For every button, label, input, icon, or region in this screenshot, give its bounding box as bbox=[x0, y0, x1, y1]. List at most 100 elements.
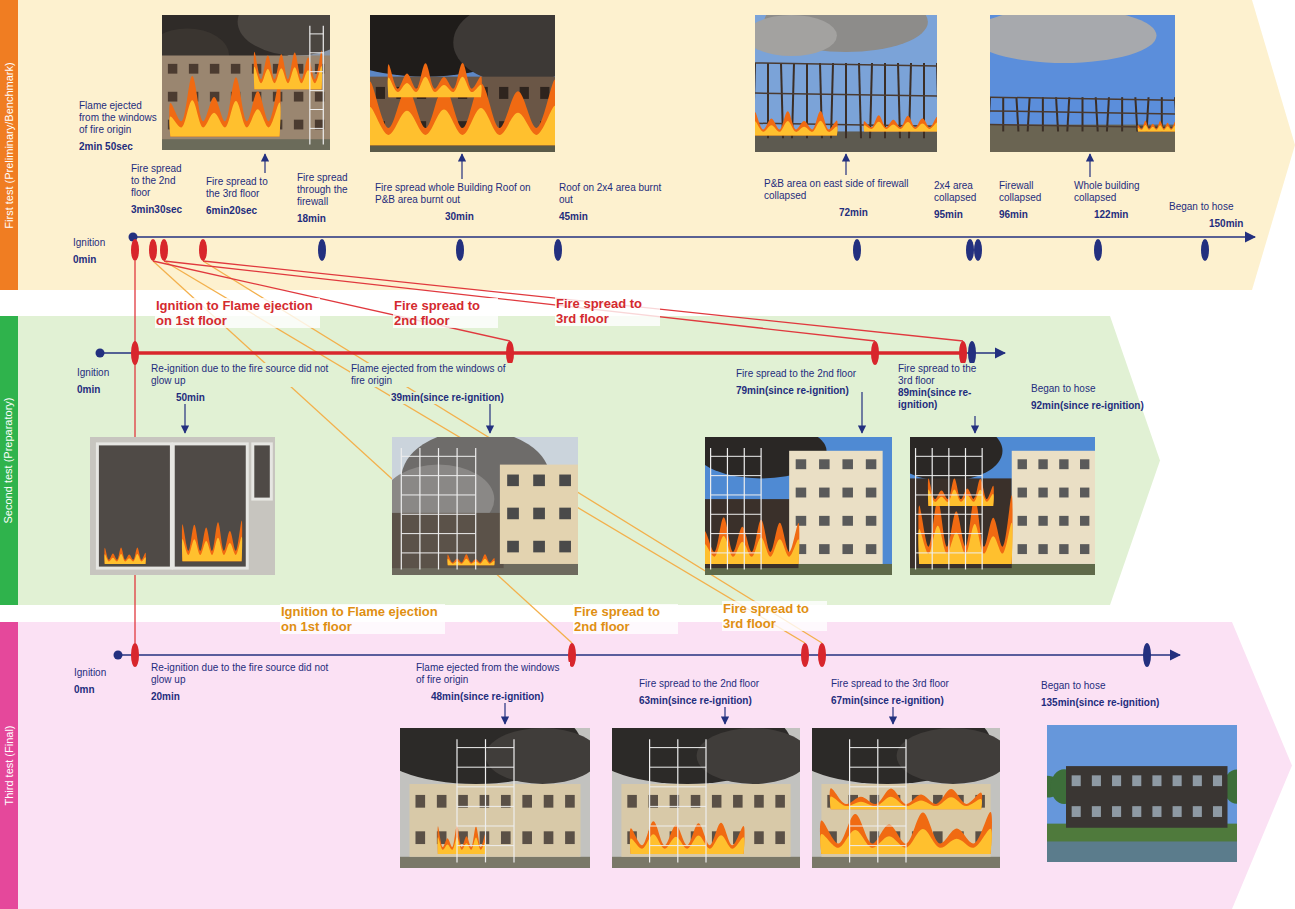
label-box: Fire spread to 2nd floor bbox=[573, 604, 678, 635]
photo bbox=[1047, 824, 1237, 862]
pointer-arrows bbox=[974, 416, 975, 433]
event-text: Began to hose bbox=[1030, 383, 1097, 395]
photo bbox=[447, 554, 494, 565]
photo bbox=[916, 475, 983, 476]
photo bbox=[650, 826, 706, 827]
photo bbox=[310, 90, 323, 91]
label-box: 79min(since re-ignition) bbox=[735, 380, 875, 398]
photo bbox=[712, 795, 722, 808]
label-box: 0mn bbox=[73, 679, 128, 697]
photo bbox=[650, 747, 706, 748]
event-time: 96min bbox=[998, 209, 1029, 221]
label-box: Firewall collapsed bbox=[998, 180, 1060, 205]
photo bbox=[1012, 451, 1095, 564]
label-box: Ignition to Flame ejection on 1st floor bbox=[280, 604, 445, 635]
band-strip bbox=[0, 0, 18, 290]
photo bbox=[507, 508, 519, 520]
photo bbox=[760, 448, 761, 569]
photo bbox=[370, 15, 555, 152]
photo bbox=[253, 444, 271, 499]
timeline bbox=[554, 239, 562, 261]
photo bbox=[1047, 725, 1237, 862]
photo bbox=[1112, 775, 1121, 786]
label-box: 122min bbox=[1093, 204, 1153, 222]
photo bbox=[916, 514, 983, 515]
event-text: P&B area on east side of firewall collap… bbox=[763, 178, 923, 202]
photo bbox=[1059, 544, 1068, 554]
photo bbox=[1059, 488, 1068, 498]
photo bbox=[457, 826, 514, 827]
photo bbox=[677, 739, 678, 862]
band-arrow bbox=[18, 622, 1292, 909]
photo bbox=[486, 728, 591, 784]
timeline bbox=[149, 239, 157, 261]
band-arrow bbox=[18, 0, 1295, 290]
label-box: 50min bbox=[175, 387, 255, 405]
timeline bbox=[96, 349, 105, 358]
event-time: 45min bbox=[558, 211, 589, 223]
photo bbox=[210, 64, 219, 74]
timeline bbox=[1201, 239, 1209, 261]
photo bbox=[499, 87, 508, 99]
photo bbox=[294, 120, 303, 130]
timeline bbox=[801, 643, 809, 667]
photo bbox=[522, 831, 532, 844]
photo bbox=[711, 494, 761, 495]
event-text: Fire spread whole Building Roof on P&B a… bbox=[374, 182, 549, 206]
label-box: Re-ignition due to the fire source did n… bbox=[150, 662, 330, 687]
photo bbox=[650, 806, 706, 807]
photo bbox=[294, 92, 303, 102]
pointer-arrows bbox=[461, 154, 462, 179]
photo bbox=[711, 533, 761, 534]
photo bbox=[897, 728, 1000, 784]
photo bbox=[522, 795, 532, 808]
label-box: Ignition bbox=[73, 662, 128, 680]
photo bbox=[1213, 775, 1222, 786]
event-text: Re-ignition due to the fire source did n… bbox=[150, 662, 330, 686]
photo bbox=[1173, 775, 1182, 786]
photo bbox=[705, 739, 706, 862]
event-text: Flame ejected from the windows of fire o… bbox=[415, 662, 570, 686]
photo bbox=[323, 26, 324, 145]
pointer-arrows bbox=[185, 154, 1090, 724]
photo bbox=[419, 448, 420, 569]
photo bbox=[711, 552, 761, 553]
photo bbox=[650, 786, 706, 787]
photo bbox=[705, 517, 799, 564]
photo bbox=[915, 448, 916, 569]
photo bbox=[910, 437, 1095, 575]
photo bbox=[711, 475, 761, 476]
photo bbox=[392, 437, 578, 575]
interval-label: Fire spread to 2nd floor bbox=[393, 298, 498, 328]
photo bbox=[1042, 97, 1044, 131]
event-time: 63min(since re-ignition) bbox=[638, 695, 753, 707]
photo bbox=[457, 767, 514, 768]
timeline bbox=[506, 341, 514, 365]
event-time: 20min bbox=[150, 691, 181, 703]
photo bbox=[456, 739, 457, 862]
photo bbox=[370, 106, 555, 145]
photo bbox=[310, 33, 323, 34]
photo bbox=[965, 448, 966, 569]
photo bbox=[1038, 488, 1047, 498]
photo bbox=[544, 831, 554, 844]
photo bbox=[1047, 841, 1237, 862]
photo bbox=[870, 63, 872, 138]
photo bbox=[866, 488, 877, 498]
photo bbox=[910, 478, 1012, 568]
photo bbox=[789, 451, 883, 564]
timeline bbox=[129, 233, 1256, 262]
event-time: 18min bbox=[296, 213, 327, 225]
event-text: Whole building collapsed bbox=[1073, 180, 1155, 204]
photo bbox=[727, 448, 728, 569]
label-box: Fire spread to 3rd floor bbox=[555, 296, 660, 327]
label-box: Fire spread to the 3rd floor bbox=[830, 673, 980, 691]
photo bbox=[1066, 766, 1228, 828]
photo bbox=[1080, 516, 1089, 526]
pointer-arrows bbox=[845, 154, 846, 175]
event-text: Fire spread to the 2nd floor bbox=[130, 163, 185, 199]
photo bbox=[982, 448, 983, 569]
photo bbox=[310, 109, 323, 110]
photo bbox=[376, 87, 385, 99]
photo bbox=[711, 456, 761, 457]
